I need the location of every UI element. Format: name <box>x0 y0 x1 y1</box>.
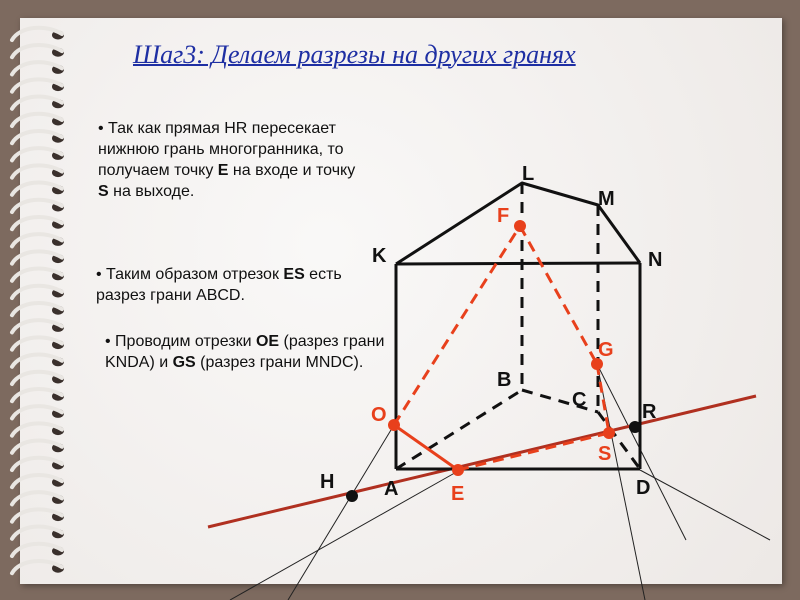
label-n: N <box>648 249 662 271</box>
prism-hidden-edges <box>395 183 642 471</box>
label-s: S <box>598 443 611 465</box>
binding-ring <box>10 438 64 455</box>
binding-ring <box>10 94 64 111</box>
binding-ring <box>10 541 64 558</box>
binding-ring <box>10 180 64 197</box>
binding-ring <box>10 77 64 94</box>
binding-ring <box>10 387 64 404</box>
point-g <box>591 358 603 370</box>
binding-ring <box>10 146 64 163</box>
label-b: B <box>497 369 511 391</box>
aux-line-right-3 <box>639 469 771 541</box>
binding-ring <box>10 369 64 386</box>
edge-kn <box>395 261 641 266</box>
point-labels: L M K N F G B C R O S H A E D <box>320 163 662 505</box>
section-lines <box>392 225 611 472</box>
binding-ring <box>10 60 64 77</box>
binding-ring <box>10 197 64 214</box>
point-r <box>629 421 641 433</box>
aux-line-left-1 <box>287 424 395 600</box>
binding-ring <box>10 232 64 249</box>
label-e: E <box>451 483 464 505</box>
aux-line-left-2 <box>229 469 461 600</box>
edge-ab <box>395 388 523 471</box>
binding-ring <box>10 335 64 352</box>
binding-ring <box>10 301 64 318</box>
line-hr <box>207 394 757 529</box>
binding-ring <box>10 352 64 369</box>
binding-ring <box>10 283 64 300</box>
binding-ring <box>10 559 64 576</box>
bullet-draw-segments: • Проводим отрезки OE (разрез грани KNDA… <box>105 333 385 371</box>
label-a: A <box>384 478 398 500</box>
label-f: F <box>497 205 509 227</box>
binding-ring <box>10 507 64 524</box>
binding-ring <box>10 318 64 335</box>
point-e <box>452 464 464 476</box>
slide-title: Шаг3: Делаем разрезы на других гранях <box>133 40 576 69</box>
point-o <box>388 419 400 431</box>
binding-ring <box>10 266 64 283</box>
spiral-binding <box>10 25 64 576</box>
label-h: H <box>320 471 334 493</box>
bullet-intersection-points: • Так как прямая HR пересекает нижнюю гр… <box>98 120 356 200</box>
binding-ring <box>10 473 64 490</box>
label-d: D <box>636 477 650 499</box>
label-l: L <box>522 163 534 185</box>
label-m: M <box>598 188 615 210</box>
label-k: K <box>372 245 387 267</box>
label-g: G <box>598 339 614 361</box>
binding-ring <box>10 111 64 128</box>
notebook-page <box>20 18 782 584</box>
binding-ring <box>10 129 64 146</box>
segment-oe <box>393 423 459 472</box>
label-c: C <box>572 389 586 411</box>
point-s <box>603 427 615 439</box>
edge-bc <box>521 388 599 414</box>
binding-ring <box>10 421 64 438</box>
label-o: O <box>371 404 387 426</box>
point-h <box>346 490 358 502</box>
binding-ring <box>10 215 64 232</box>
binding-ring <box>10 404 64 421</box>
binding-ring <box>10 25 64 42</box>
top-face-edge <box>395 181 642 266</box>
binding-ring <box>10 163 64 180</box>
label-r: R <box>642 401 657 423</box>
segment-es <box>457 431 610 472</box>
edge-cd <box>596 411 642 470</box>
binding-ring <box>10 490 64 507</box>
binding-ring <box>10 43 64 60</box>
point-f <box>514 220 526 232</box>
binding-ring <box>10 455 64 472</box>
segment-fg <box>518 225 599 365</box>
binding-ring <box>10 249 64 266</box>
segment-gs <box>595 363 611 434</box>
bullet-section-abcd: • Таким образом отрезок ES есть разрез г… <box>96 266 342 304</box>
binding-ring <box>10 524 64 541</box>
points <box>346 220 641 502</box>
segment-of <box>392 225 522 426</box>
